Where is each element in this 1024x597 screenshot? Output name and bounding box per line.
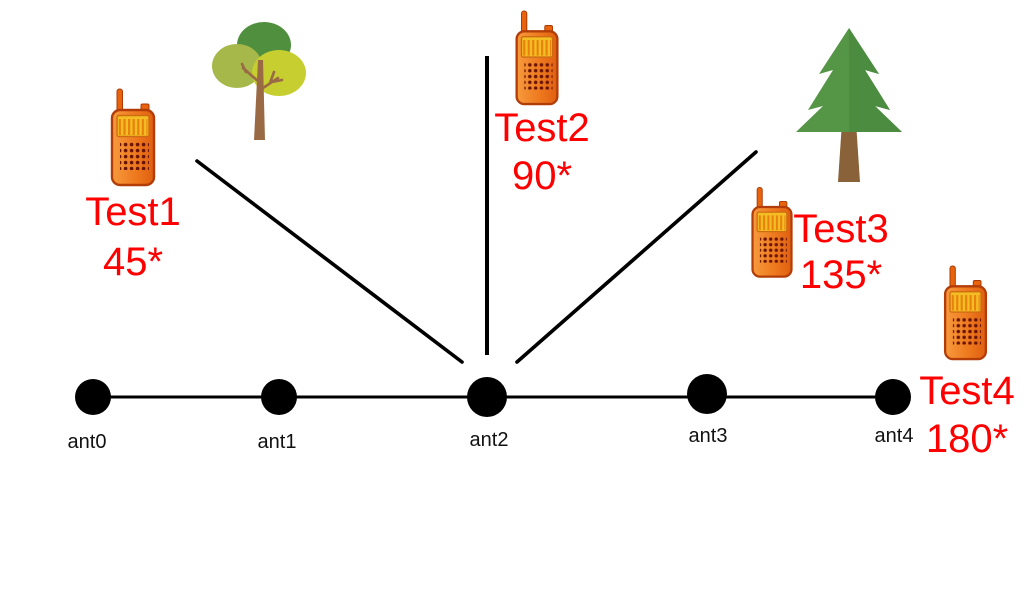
test-name-label: Test2 (494, 106, 590, 150)
walkie-talkie-icon (515, 10, 559, 106)
antenna-node-ant0 (75, 379, 111, 415)
test-name-label: Test1 (85, 190, 181, 234)
test-angle-label: 90* (511, 154, 573, 198)
test-angle-label: 135* (799, 253, 883, 297)
antenna-label: ant1 (257, 431, 297, 453)
antenna-label: ant2 (469, 429, 509, 451)
test2-label-block: Test2 90* (457, 104, 627, 200)
pine-tree-icon (796, 28, 902, 182)
antenna-node-ant3 (687, 374, 727, 414)
antenna-label: ant3 (688, 425, 728, 447)
antenna-node-ant1 (261, 379, 297, 415)
antenna-label: ant4 (874, 425, 914, 447)
test-angle-label: 180* (925, 417, 1009, 461)
test1-label-block: Test1 45* (48, 187, 218, 287)
test-name-label: Test4 (919, 369, 1015, 413)
test3-label-block: Test3 135* (756, 206, 926, 298)
round-tree-icon (212, 20, 308, 142)
test-name-label: Test3 (793, 207, 889, 251)
antenna-label: ant0 (67, 431, 107, 453)
antenna-node-ant2 (467, 377, 507, 417)
walkie-talkie-icon (110, 88, 156, 187)
signal-path-135-line (515, 150, 758, 364)
antenna-node-ant4 (875, 379, 911, 415)
test4-label-block: Test4 180* (882, 367, 1024, 463)
walkie-talkie-icon (943, 265, 988, 361)
test-angle-label: 45* (102, 240, 164, 284)
signal-path-45-line (195, 159, 464, 364)
